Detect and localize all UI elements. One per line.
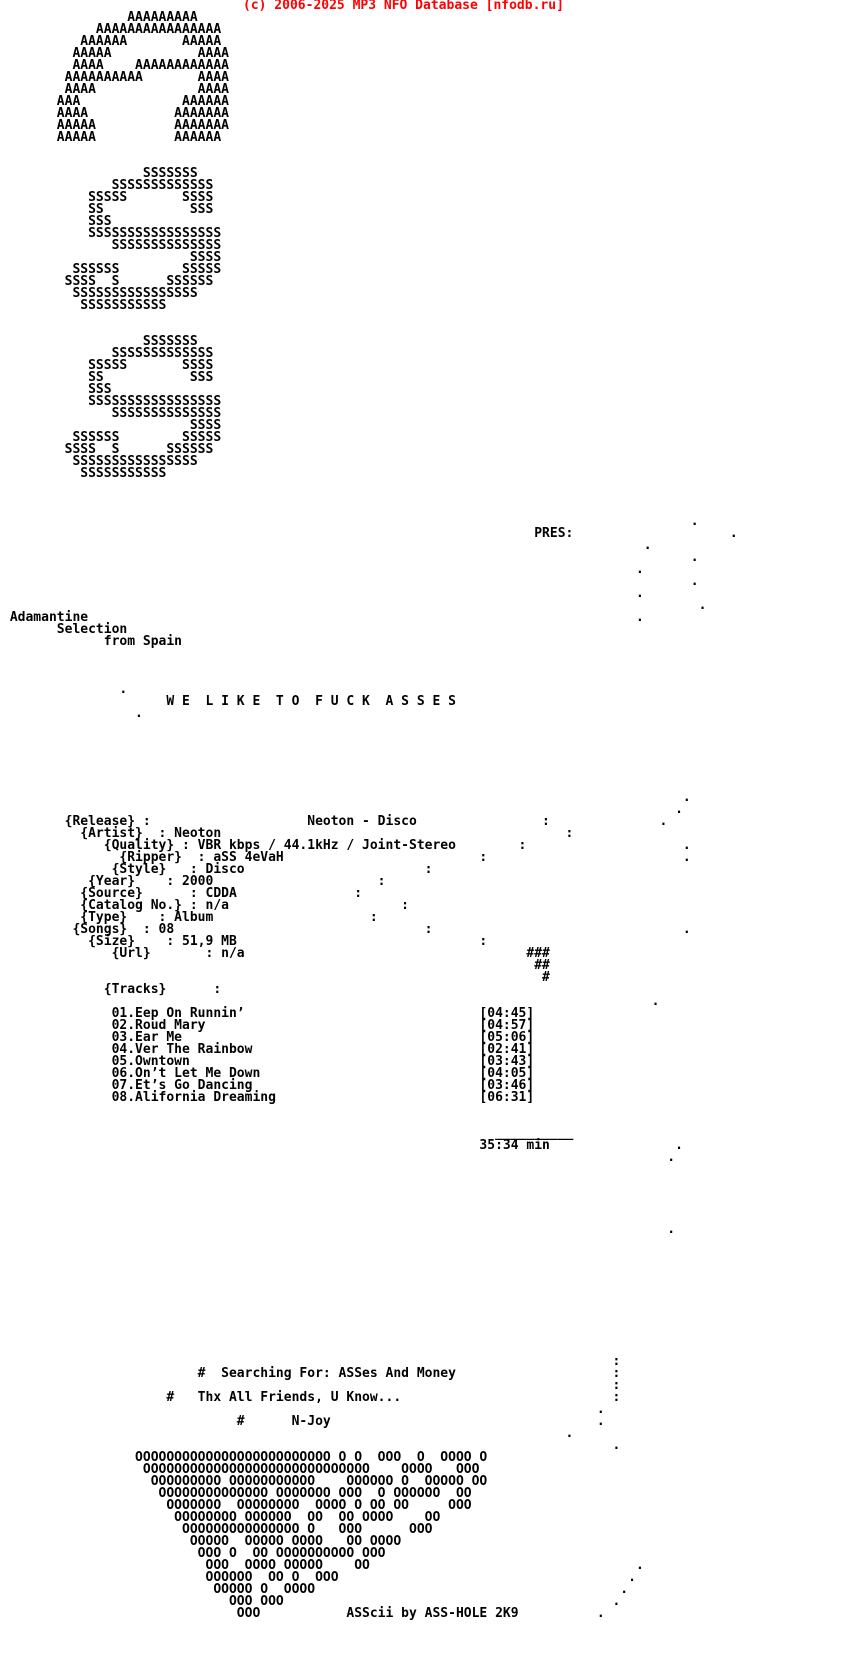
nfodb-header: (c) 2006-2025 MP3 NFO Database [nfodb.ru…: [243, 0, 564, 13]
nfo-body-text: AAAAAAAAA AAAAAAAAAAAAAAAA AAAAAA AAAAA …: [9, 10, 738, 1621]
